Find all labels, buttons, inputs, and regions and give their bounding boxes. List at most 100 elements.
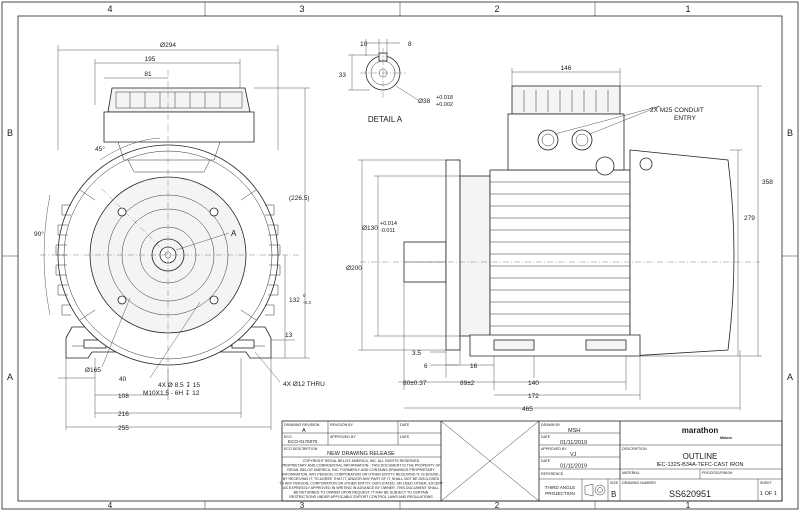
drawing-number: SS620951: [669, 489, 711, 499]
dim-132: 132: [289, 297, 300, 304]
side-dim-172: 172: [528, 393, 539, 400]
label-date-drawn: DATE: [541, 435, 551, 439]
zone-left-a: A: [7, 372, 13, 382]
front-view: Ø294 195 81 45° 90° (226.5) 132 0 -0.3 1…: [34, 42, 325, 432]
zone-right-b: B: [787, 128, 793, 138]
terminal-box-body: [103, 111, 255, 143]
conduit-note-2: ENTRY: [674, 115, 697, 122]
side-dim-16: 16: [470, 363, 478, 370]
thru-holes: 4X Ø12 THRU: [283, 381, 325, 388]
label-drawing-number: DRAWING NUMBER: [622, 481, 656, 485]
side-flange: [445, 159, 461, 351]
detail-dim-8: 8: [408, 41, 412, 48]
projection-symbol-icon: [584, 483, 606, 497]
zone-top-4: 4: [107, 4, 112, 14]
side-dim-6: 6: [424, 363, 428, 370]
motor-body: [489, 169, 631, 351]
copyright-line-9: RESTRICTIONS UNDER APPLICABLE EXPORT CON…: [289, 495, 433, 499]
label-description: DESCRIPTION: [622, 447, 647, 451]
label-approved-by: APPROVED BY: [330, 435, 356, 439]
zone-top-1: 1: [685, 4, 690, 14]
detail-dim-38: Ø38: [418, 98, 431, 105]
zone-bottom-3: 3: [300, 501, 305, 510]
side-dim-80: 80±0.37: [403, 380, 427, 387]
side-dim-146: 146: [561, 65, 572, 72]
detail-a: 10 8 33 Ø38 +0.018 +0.002 DETAIL A: [339, 39, 453, 124]
date-drawn: 01/11/2019: [560, 440, 587, 446]
detail-a-title: DETAIL A: [368, 115, 403, 124]
dim-195: 195: [145, 56, 156, 63]
dim-108: 108: [118, 393, 129, 400]
side-dim-200: Ø200: [346, 265, 362, 272]
projection-line-2: PROJECTION: [545, 491, 575, 496]
date-approved-2: 01/11/2019: [560, 464, 587, 470]
label-material: MATERIAL: [622, 471, 640, 475]
brand-sub: Motors: [720, 436, 732, 440]
label-size: SIZE: [610, 481, 619, 485]
label-date-approved: DATE: [400, 435, 410, 439]
copyright-line-4: INFORMATION. ANY PERSON, CORPORATION OR …: [282, 473, 439, 477]
drawing-revision: A: [302, 428, 306, 434]
side-dim-130-tol-top: +0.014: [380, 221, 397, 227]
hole-callout-1: 4X Ø 8.5 ↧ 15: [158, 381, 200, 389]
flange-hole-bl: [117, 295, 127, 305]
label-date-approved-2: DATE: [541, 459, 551, 463]
drawn-by: MSH: [568, 428, 580, 434]
label-eco: ECO: [284, 435, 292, 439]
dim-255: 255: [118, 425, 129, 432]
side-dim-130: Ø130: [362, 225, 378, 232]
hole-callout-2: M10X1.5 - 6H ↧ 12: [143, 389, 200, 397]
zone-top-2: 2: [494, 4, 499, 14]
description-subtitle: IEC-132S-B34A-TEFC-CAST IRON: [656, 462, 743, 468]
flange-hole-tr: [209, 207, 219, 217]
side-dim-358: 358: [762, 179, 773, 186]
copyright-line-6: TO ANY PERSON, CORPORATION OR OTHER ENTI…: [279, 482, 444, 486]
flange-hole-tl: [117, 207, 127, 217]
label-approved-by-2: APPROVED BY: [541, 447, 567, 451]
side-dim-140: 140: [528, 380, 539, 387]
fan-cover: [629, 149, 735, 357]
size: B: [611, 490, 616, 499]
dim-132-tol-top: 0: [303, 293, 306, 298]
dim-294: Ø294: [160, 42, 176, 49]
side-dim-130-tol-bottom: -0.011: [380, 228, 395, 234]
projection-line-1: THIRD ANGLE: [545, 485, 576, 490]
label-date-rev: DATE: [400, 423, 410, 427]
detail-dim-33: 33: [339, 72, 347, 79]
zone-right-a: A: [787, 372, 793, 382]
brand-logo: marathon: [682, 426, 719, 435]
detail-dim-38-tol-top: +0.018: [436, 95, 453, 101]
conduit-entry-1: [537, 129, 559, 151]
side-dim-3-5: 3.5: [412, 350, 421, 357]
dim-165: Ø165: [85, 367, 101, 374]
label-sheet: SHEET: [760, 481, 773, 485]
dim-216: 216: [118, 411, 129, 418]
copyright-line-5: BY RECEIVING IT, TO AGREE THAT IT, AND/O…: [283, 477, 440, 481]
label-eco-description: ECO DESCRIPTION: [284, 447, 318, 451]
body-fins: [490, 181, 630, 339]
label-drawing-revision: DRAWING REVISION: [284, 423, 320, 427]
dim-226: (226.5): [289, 195, 310, 202]
side-view: 2X M25 CONDUIT ENTRY 146 358 279 Ø130 +0…: [346, 65, 773, 413]
side-dim-465: 465: [522, 406, 533, 413]
conduit-entry-2: [571, 129, 593, 151]
title-block: DRAWING REVISION A REVISION BY DATE ECO …: [279, 420, 783, 502]
description-title: OUTLINE: [683, 452, 718, 461]
detail-dim-10: 10: [360, 41, 368, 48]
lifting-eye: [639, 157, 653, 171]
side-cable-gland: [595, 156, 615, 176]
copyright-line-7: AS EXPRESSLY APPROVED IN WRITING IN ADVA…: [283, 486, 439, 490]
zone-left-b: B: [7, 128, 13, 138]
dim-81: 81: [144, 71, 152, 78]
conduit-note-1: 2X M25 CONDUIT: [650, 107, 704, 114]
dim-132-tol-bottom: -0.3: [303, 300, 311, 305]
flange-hole-br: [209, 295, 219, 305]
side-dim-279: 279: [744, 215, 755, 222]
copyright-line-1: COPYRIGHT REGAL BELOIT AMERICA, INC. ALL…: [303, 459, 420, 463]
terminal-box-lid: [107, 87, 251, 113]
label-reference: REFERENCE: [541, 472, 564, 476]
copyright-line-3: REGAL BELOIT AMERICA, INC. FORMERLY AND …: [287, 468, 435, 472]
dim-90-deg: 90°: [34, 230, 44, 238]
copyright-line-2: PROPRIETARY AND CONFIDENTIAL INFORMATION…: [281, 464, 441, 468]
